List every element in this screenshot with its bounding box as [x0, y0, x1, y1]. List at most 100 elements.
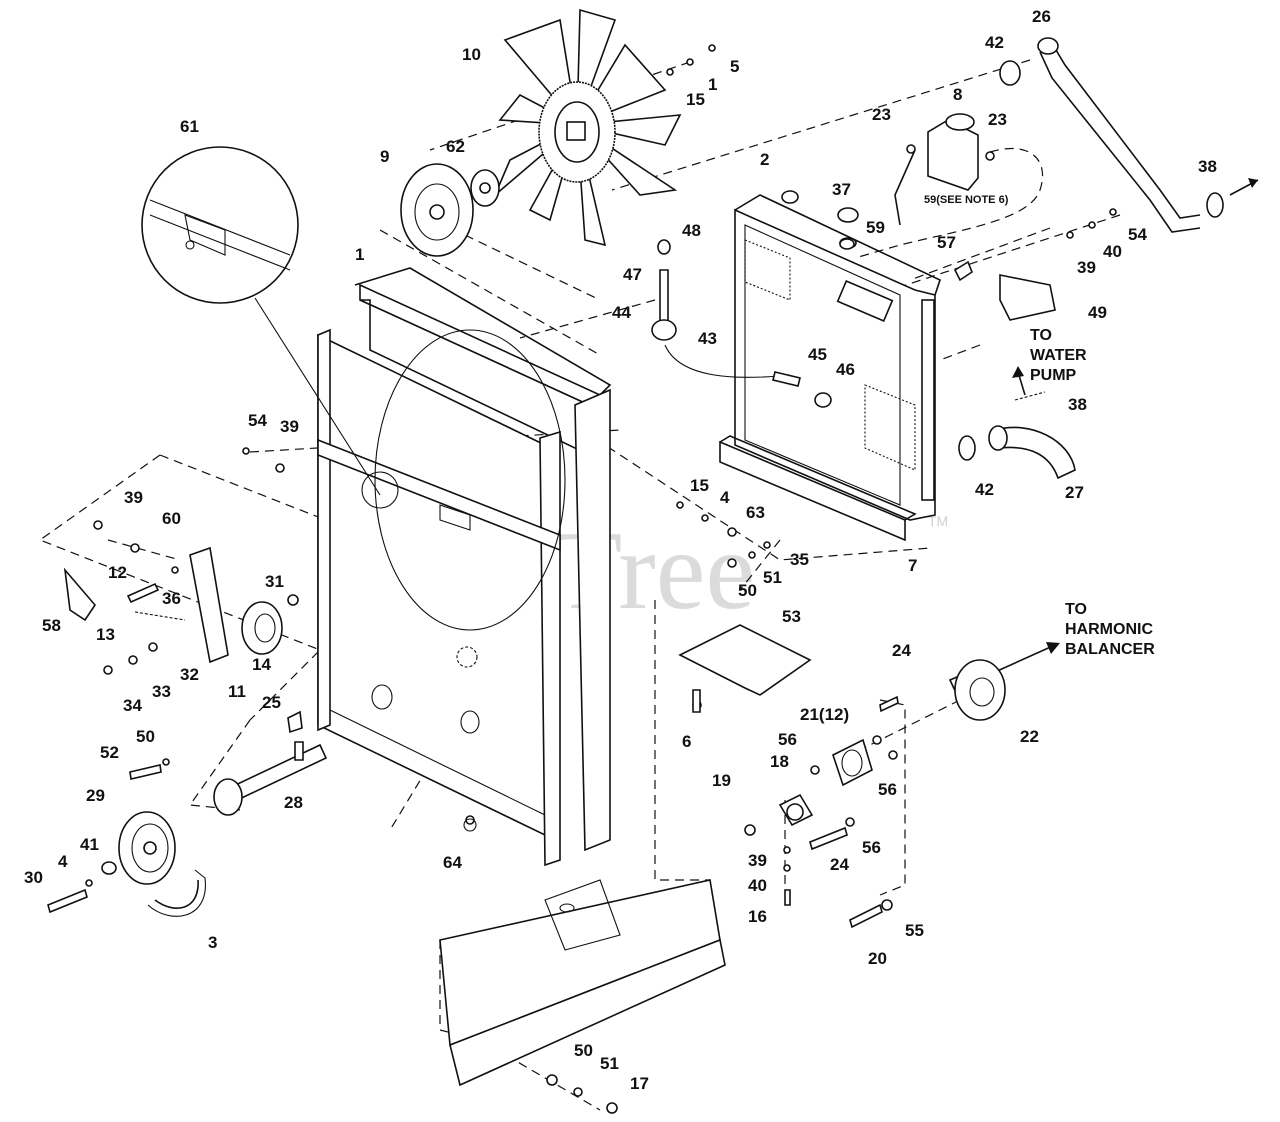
note-harmonic-line1: TO: [1065, 601, 1087, 618]
note-water-pump-line2: WATER: [1030, 347, 1087, 364]
part-label: 12: [108, 563, 127, 582]
part-label: 39: [748, 851, 767, 870]
fan-flange: [470, 169, 500, 207]
part-label: 6: [682, 732, 691, 751]
part-label: 29: [86, 786, 105, 805]
part-label: 5: [730, 57, 739, 76]
drive-shaft: [213, 741, 328, 816]
fan-shroud-frame: [317, 267, 612, 867]
part-label: 24: [830, 855, 849, 874]
part-label: 62: [446, 137, 465, 156]
part-label: 55: [905, 921, 924, 940]
coolant-tank: [927, 113, 979, 191]
part-label: 37: [832, 180, 851, 199]
part-label: 48: [682, 221, 701, 240]
hose-clamp: [999, 60, 1021, 86]
part-labels: 10 5 1 15 26 42 8 23 23 38 61 9 62 2 37 …: [24, 7, 1217, 1093]
part-label: 54: [1128, 225, 1147, 244]
part-label: 50: [136, 727, 155, 746]
upper-radiator-hose: [1037, 37, 1201, 233]
hose-clamp: [958, 435, 976, 461]
part-label: 11: [228, 682, 246, 701]
note-harmonic-line3: BALANCER: [1065, 641, 1155, 658]
part-label: 51: [600, 1054, 619, 1073]
cooling-fan: [494, 8, 682, 247]
part-label: 36: [162, 589, 181, 608]
part-label: 42: [985, 33, 1004, 52]
part-label: 58: [42, 616, 61, 635]
part-label: 34: [123, 696, 142, 715]
hose-clamp: [1206, 192, 1224, 218]
part-label: 10: [462, 45, 481, 64]
part-label: 59: [866, 218, 885, 237]
note-water-pump-line1: TO: [1030, 327, 1052, 344]
part-label: 15: [686, 90, 705, 109]
part-label: 30: [24, 868, 43, 887]
part-label: 45: [808, 345, 827, 364]
part-label: 14: [252, 655, 271, 674]
part-label: 26: [1032, 7, 1051, 26]
part-label: 64: [443, 853, 462, 872]
watermark-trademark: TM: [928, 513, 948, 529]
crankshaft-pulley: [118, 811, 206, 917]
detail-callout: [141, 146, 399, 509]
part-label: 21(12): [800, 705, 849, 724]
part-label: 23: [872, 105, 891, 124]
part-label: 54: [248, 411, 267, 430]
part-label: 41: [80, 835, 99, 854]
bracket: [999, 274, 1056, 321]
part-label: 22: [1020, 727, 1039, 746]
part-label: 4: [58, 852, 68, 871]
part-label: 4: [720, 488, 730, 507]
base-frame: [439, 879, 726, 1087]
part-label: 43: [698, 329, 717, 348]
part-label: 7: [908, 556, 917, 575]
part-label: 56: [862, 838, 881, 857]
part-label: 56: [878, 780, 897, 799]
part-label: 53: [782, 607, 801, 626]
part-label: 33: [152, 682, 171, 701]
note-water-pump-line3: PUMP: [1030, 367, 1077, 384]
part-label: 24: [892, 641, 911, 660]
part-label: 13: [96, 625, 115, 644]
radiator-support: [719, 435, 917, 542]
idler-arm: [189, 546, 229, 664]
part-label: 40: [1103, 242, 1122, 261]
overflow-hose-left: [894, 149, 916, 226]
part-label: 8: [953, 85, 962, 104]
flow-arrows: [994, 178, 1259, 673]
ring-gear: [463, 818, 477, 832]
part-label: 38: [1198, 157, 1217, 176]
hose-clamp-spring: [1014, 391, 1046, 401]
part-label: 46: [836, 360, 855, 379]
part-label: 42: [975, 480, 994, 499]
part-label: 9: [380, 147, 389, 166]
part-label: 56: [778, 730, 797, 749]
part-label: 40: [748, 876, 767, 895]
lower-radiator-hose: [988, 425, 1076, 480]
part-label: 35: [790, 550, 809, 569]
part-label: 17: [630, 1074, 649, 1093]
part-label: 39: [124, 488, 143, 507]
part-label: 18: [770, 752, 789, 771]
tension-spring: [134, 611, 186, 621]
fan-spacer: [400, 163, 474, 257]
bracket: [63, 567, 97, 622]
part-label: 1: [708, 75, 717, 94]
cover-plate: [678, 624, 812, 696]
overflow-hose-right: [854, 147, 1044, 259]
part-label: 1: [355, 245, 364, 264]
part-label: 23: [988, 110, 1007, 129]
fan-drive-assembly: [778, 659, 1006, 827]
part-label: 2: [760, 150, 769, 169]
part-label: 20: [868, 949, 887, 968]
note-overflow-hose: 59(SEE NOTE 6): [924, 194, 1009, 206]
part-label: 39: [1077, 258, 1096, 277]
radiator: [734, 190, 941, 521]
part-label: 44: [612, 303, 631, 322]
part-label: 39: [280, 417, 299, 436]
part-label: 19: [712, 771, 731, 790]
part-label: 52: [100, 743, 119, 762]
part-label: 51: [763, 568, 782, 587]
